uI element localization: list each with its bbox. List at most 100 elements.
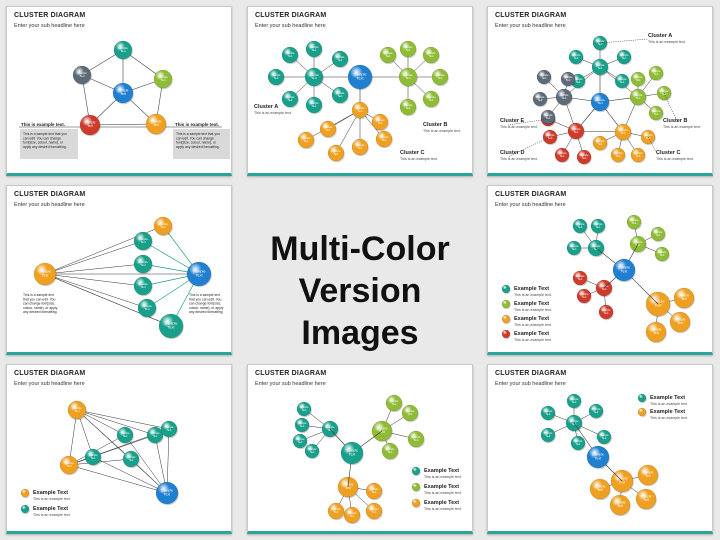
node-label: Text xyxy=(578,225,583,229)
slide-7-diagram: SampleTextSampleTextSampleTextSampleText… xyxy=(292,394,462,525)
leader-line xyxy=(599,38,649,44)
node-label: Text xyxy=(74,409,79,413)
node-label: Text xyxy=(167,326,175,330)
node-label: Sample xyxy=(572,127,581,131)
node-label: Sample xyxy=(436,73,445,77)
example-body: This is a sample text that you xyxy=(23,132,67,136)
node-label: Text xyxy=(620,80,625,84)
node-label: Sample xyxy=(600,433,609,437)
node-label: Text xyxy=(677,321,683,325)
node-label: Sample xyxy=(309,73,319,77)
legend-caption: This is an example text. xyxy=(424,507,462,511)
connector-line xyxy=(124,434,168,494)
node-label: Sample xyxy=(544,409,553,413)
legend-label: Example Text xyxy=(33,490,68,496)
node-label: Sample xyxy=(39,270,51,274)
node-label: Text xyxy=(654,72,659,76)
node-label: Sample xyxy=(679,294,690,298)
slide-subtitle: Enter your sub headline here xyxy=(14,23,85,29)
connector-line xyxy=(89,123,157,126)
node-label: Sample xyxy=(151,120,162,124)
node-label: Sample xyxy=(600,284,609,288)
node-label: Sample xyxy=(406,409,415,413)
node-label: Text xyxy=(300,424,305,428)
node-label: Sample xyxy=(641,495,652,499)
node-label: Sample xyxy=(654,230,663,234)
node-label: Text xyxy=(164,492,170,496)
node-label: Sample xyxy=(616,477,628,481)
slide-subtitle: Enter your sub headline here xyxy=(255,381,326,387)
node-label: Text xyxy=(87,124,93,128)
slide-title: CLUSTER DIAGRAM xyxy=(14,12,86,19)
slide-title: CLUSTER DIAGRAM xyxy=(14,191,86,198)
node-label: Text xyxy=(338,94,343,98)
node-label: Sample xyxy=(660,89,669,93)
node-label: Text xyxy=(167,428,172,432)
cluster-label: Cluster C xyxy=(656,150,680,156)
node-label: Text xyxy=(408,412,413,416)
example-body: can change font(size, xyxy=(189,302,221,306)
legend-caption: This is an example text. xyxy=(650,402,688,406)
node-label: Text xyxy=(160,78,165,82)
node-label: Sample xyxy=(332,149,341,153)
connector-line xyxy=(44,273,148,309)
center-heading-line1: Multi-Color xyxy=(270,230,450,268)
legend-label: Example Text xyxy=(514,301,549,307)
legend-label: Example Text xyxy=(650,395,685,401)
node-label: Text xyxy=(123,434,128,438)
node-label: Text xyxy=(636,78,641,82)
node-label: Sample xyxy=(346,449,358,453)
node-label: Sample xyxy=(596,63,605,67)
cluster-caption: This is an example text. xyxy=(656,157,694,161)
node-label: Sample xyxy=(89,453,98,457)
node-label: Text xyxy=(120,92,126,96)
node-label: Text xyxy=(574,130,579,134)
cluster-caption: This is an example text. xyxy=(423,129,461,133)
node-label: Sample xyxy=(348,511,357,515)
example-body: This is a sample text xyxy=(189,293,220,297)
node-label: Sample xyxy=(595,485,606,489)
node-label: Sample xyxy=(595,98,605,102)
node-label: Sample xyxy=(634,240,643,244)
node-label: Sample xyxy=(558,151,567,155)
cluster-node xyxy=(411,482,421,493)
node-label: Sample xyxy=(404,45,413,49)
node-label: Text xyxy=(356,77,364,81)
node-label: Sample xyxy=(403,73,413,77)
node-label: Text xyxy=(42,273,48,277)
slide-title: CLUSTER DIAGRAM xyxy=(255,12,327,19)
legend-label: Example Text xyxy=(424,500,459,506)
node-label: Sample xyxy=(356,143,365,147)
node-label: Sample xyxy=(427,51,436,55)
node-label: Text xyxy=(326,128,331,132)
cluster-caption: This is an example text. xyxy=(400,157,438,161)
node-label: Text xyxy=(621,131,626,135)
